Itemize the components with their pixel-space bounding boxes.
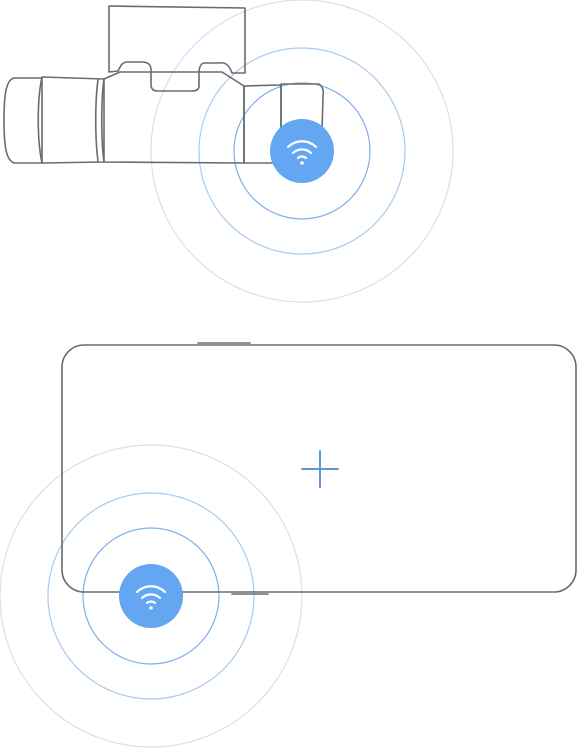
phone-body [61, 344, 577, 593]
phone-wifi-arc-middle [140, 593, 162, 600]
phone-signal-ring-outer [0, 444, 303, 748]
camera-illustration [3, 0, 454, 303]
camera-wifi-arc-inner [296, 155, 308, 160]
phone-wifi-arc-outer [135, 585, 167, 594]
camera-signal-ring-outer [150, 0, 454, 303]
phone-illustration [0, 342, 577, 748]
phone-outline-landscape [61, 342, 577, 595]
camera-antenna-tab [280, 83, 325, 133]
camera-top-housing [108, 5, 246, 92]
phone-wifi-arc-inner [145, 600, 157, 605]
camera-wifi-badge [270, 119, 334, 183]
phone-signal-ring-inner [82, 527, 220, 665]
plus-icon [301, 450, 339, 488]
phone-wifi-point [149, 606, 153, 610]
camera-signal-ring-middle [198, 47, 406, 255]
camera-lens-barrel [37, 76, 105, 164]
phone-wifi-badge [119, 564, 183, 628]
camera-wifi-arc-outer [286, 140, 318, 149]
camera-lens-cap [3, 77, 43, 164]
camera-wifi-arc-middle [291, 148, 313, 155]
phone-wifi-icon [119, 564, 183, 628]
camera-signal-ring-inner [233, 82, 371, 220]
camera-lens-ridge [94, 79, 99, 162]
phone-signal-ring-middle [47, 492, 255, 700]
camera-wifi-icon [270, 119, 334, 183]
camera-outline [3, 5, 325, 164]
phone-signal-rings [0, 444, 303, 748]
camera-signal-rings [150, 0, 454, 303]
camera-wifi-point [300, 161, 304, 165]
